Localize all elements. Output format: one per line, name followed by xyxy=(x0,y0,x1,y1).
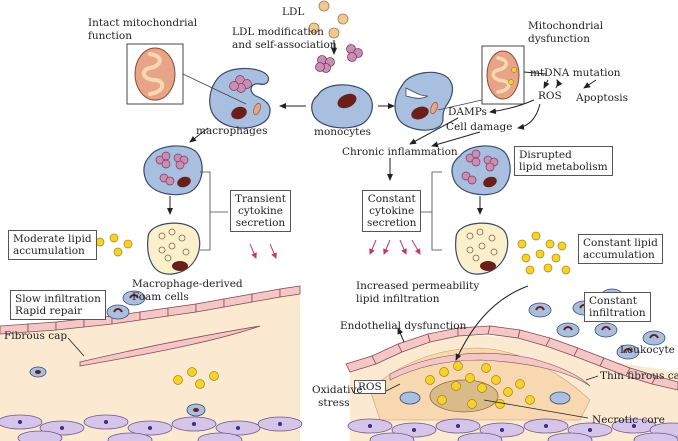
disrupted-lipid-line-2: lipid metabolism xyxy=(519,161,608,173)
macrophage-lipid-right xyxy=(451,145,511,196)
bracket-left xyxy=(200,171,228,251)
slow-infiltration-line-1: Slow infiltration xyxy=(15,293,101,305)
monocytes-label: monocytes xyxy=(314,126,371,138)
foam-cell-left xyxy=(147,222,201,275)
cell-damage-label: Cell damage xyxy=(446,121,513,133)
apoptosis-label: Apoptosis xyxy=(576,92,629,104)
constant-cytokine-line-1: Constant xyxy=(367,193,416,205)
dys-mito-connector xyxy=(437,99,483,111)
necrotic-core-pointer xyxy=(483,399,589,419)
macrophage-right xyxy=(394,71,454,131)
constant-cytokine-line-3: secretion xyxy=(367,217,417,229)
disrupted-lipid-box: Disrupted lipid metabolism xyxy=(514,146,613,176)
arrow-lipid-into-plaque xyxy=(455,285,529,361)
moderate-lipid-line-2: accumulation xyxy=(13,245,85,257)
foam-cells-label-2: Foam cells xyxy=(132,291,189,303)
arrow-mtdna-ros xyxy=(543,79,550,89)
fibrous-cap-pointer xyxy=(67,337,85,357)
modified-ldl-clusters xyxy=(315,44,363,73)
monocyte-cell xyxy=(311,84,373,129)
ldl-label: LDL xyxy=(282,6,305,18)
leukocyte-label: Leukocyte xyxy=(620,344,675,356)
foam-cells-label-1: Macrophage-derived xyxy=(132,278,243,290)
damps-label: DAMPs xyxy=(448,106,487,118)
constant-infiltration-line-2: infiltration xyxy=(589,307,646,319)
vessel-right xyxy=(345,325,678,441)
slow-infiltration-box: Slow infiltration Rapid repair xyxy=(10,290,106,320)
arrow-damps-inflam xyxy=(409,117,459,145)
intact-mito-label-1: Intact mitochondrial xyxy=(88,17,198,29)
thin-cap-pointer xyxy=(585,375,599,381)
arrow-apoptosis xyxy=(583,79,597,89)
transient-cytokine-line-3: secretion xyxy=(235,217,286,229)
oxidative-stress-label-2: stress xyxy=(318,397,350,409)
lipid-droplets-left xyxy=(95,233,133,257)
increased-perm-label-2: lipid infiltration xyxy=(356,293,440,305)
cytokine-arrows-left xyxy=(249,243,277,259)
transient-cytokine-line-2: cytokine xyxy=(237,205,284,217)
ros-plaque-box: ROS xyxy=(354,380,386,394)
macrophage-lipid-left xyxy=(143,145,203,196)
transient-cytokine-line-1: Transient xyxy=(235,193,286,205)
cytokine-arrows-right xyxy=(369,239,421,255)
ldl-modification-label-2: and self-association xyxy=(232,39,337,51)
leukocyte-nuclei-right xyxy=(535,292,659,353)
ldl-particles xyxy=(308,0,349,39)
arrow-celldamage-inflam xyxy=(431,131,481,148)
increased-perm-label-1: Increased permeability xyxy=(356,280,480,292)
mito-dysfunction-label-1: Mitochondrial xyxy=(528,20,604,32)
bracket-right xyxy=(420,171,442,251)
transient-cytokine-box: Transient cytokine secretion xyxy=(230,190,291,232)
ldl-modification-label-1: LDL modification xyxy=(232,26,324,38)
arrow-macrophage-down-left xyxy=(189,127,209,143)
intact-mitochondrion xyxy=(126,43,184,105)
moderate-lipid-box: Moderate lipid accumulation xyxy=(8,230,97,260)
constant-lipid-line-1: Constant lipid xyxy=(583,237,658,249)
constant-lipid-line-2: accumulation xyxy=(583,249,655,261)
constant-infiltration-box: Constant infiltration xyxy=(584,292,651,322)
mtdna-mutation-label: mtDNA mutation xyxy=(530,67,621,79)
leukocytes-left xyxy=(106,290,146,320)
arrow-endothelial xyxy=(397,327,405,343)
macrophages-label: macrophages xyxy=(196,125,268,137)
constant-infiltration-line-1: Constant xyxy=(589,295,637,307)
ros-pointer xyxy=(383,383,401,393)
dysfunctional-mitochondrion xyxy=(481,45,525,105)
intact-mito-label-2: function xyxy=(88,30,132,42)
mito-dysfunction-label-2: dysfunction xyxy=(528,33,590,45)
foam-cell-right xyxy=(455,222,509,275)
arrow-ros-mtdna xyxy=(555,79,563,89)
oxidative-stress-label-1: Oxidative xyxy=(312,384,363,396)
arrow-ros-celldamage xyxy=(517,103,541,130)
arrow-ros-damps xyxy=(489,99,535,115)
slow-infiltration-line-2: Rapid repair xyxy=(15,305,83,317)
arrow-to-mtdna xyxy=(523,71,547,75)
constant-cytokine-line-2: cytokine xyxy=(369,205,415,217)
disrupted-lipid-line-1: Disrupted xyxy=(519,149,572,161)
necrotic-core-label: Necrotic core xyxy=(592,414,665,426)
constant-lipid-box: Constant lipid accumulation xyxy=(578,234,663,264)
chronic-inflammation-label: Chronic inflammation xyxy=(342,146,458,158)
constant-cytokine-box: Constant cytokine secretion xyxy=(362,190,422,232)
fibrous-cap-label: Fibrous cap xyxy=(4,330,68,342)
ros-top-label: ROS xyxy=(538,90,562,102)
thin-fibrous-cap-label: Thin fibrous cap xyxy=(600,370,678,382)
intact-mito-connector xyxy=(182,73,247,105)
macrophage-left xyxy=(209,67,271,129)
endothelial-dysfunction-label: Endothelial dysfunction xyxy=(340,320,467,332)
moderate-lipid-line-1: Moderate lipid xyxy=(13,233,92,245)
lipid-droplets-right xyxy=(517,231,571,275)
